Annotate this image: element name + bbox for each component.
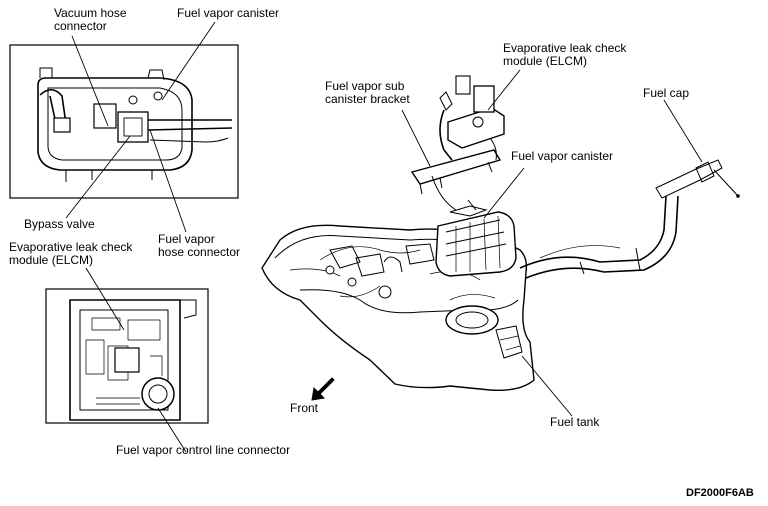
label-fuel-vapor-hose-connector: Fuel vapor hose connector bbox=[158, 233, 240, 259]
label-vacuum-hose-connector: Vacuum hose connector bbox=[54, 7, 127, 33]
front-arrow bbox=[311, 377, 335, 401]
label-vacuum-hose-connector-line2: connector bbox=[54, 19, 107, 33]
label-front: Front bbox=[290, 401, 319, 415]
label-sub-canister-bracket: Fuel vapor sub canister bracket bbox=[325, 80, 410, 106]
label-fuel-vapor-control-line-connector: Fuel vapor control line connector bbox=[116, 443, 291, 457]
label-fuel-vapor-hose-connector-line1: Fuel vapor bbox=[158, 232, 215, 246]
label-elcm-main-line1: Evaporative leak check bbox=[503, 41, 627, 55]
label-elcm-inset: Evaporative leak check module (ELCM) bbox=[9, 241, 132, 267]
label-fuel-vapor-canister-main: Fuel vapor canister bbox=[511, 149, 614, 163]
label-sub-canister-bracket-line1: Fuel vapor sub bbox=[325, 79, 405, 93]
sub-canister-bracket bbox=[410, 149, 502, 211]
label-fuel-vapor-hose-connector-line2: hose connector bbox=[158, 245, 241, 259]
label-elcm-inset-line1: Evaporative leak check bbox=[9, 240, 133, 254]
fuel-vapor-canister-main bbox=[435, 205, 517, 277]
label-fuel-tank: Fuel tank bbox=[550, 415, 600, 429]
canister-detail-inset bbox=[9, 44, 239, 199]
label-sub-canister-bracket-line2: canister bracket bbox=[325, 92, 410, 106]
fuel-filler-neck bbox=[519, 159, 740, 279]
figure-code: DF2000F6AB bbox=[686, 487, 754, 499]
elcm-detail-inset bbox=[45, 288, 209, 424]
label-elcm-main-line2: module (ELCM) bbox=[503, 54, 588, 68]
label-vacuum-hose-connector-line1: Vacuum hose bbox=[54, 6, 127, 20]
label-elcm-inset-line2: module (ELCM) bbox=[9, 253, 94, 267]
label-bypass-valve: Bypass valve bbox=[24, 217, 95, 231]
leader-lines bbox=[65, 21, 703, 453]
label-elcm-main: Evaporative leak check module (ELCM) bbox=[503, 42, 626, 68]
label-fuel-cap: Fuel cap bbox=[643, 86, 690, 100]
label-fuel-vapor-canister-inset: Fuel vapor canister bbox=[177, 6, 280, 20]
elcm-module-main bbox=[439, 75, 505, 161]
